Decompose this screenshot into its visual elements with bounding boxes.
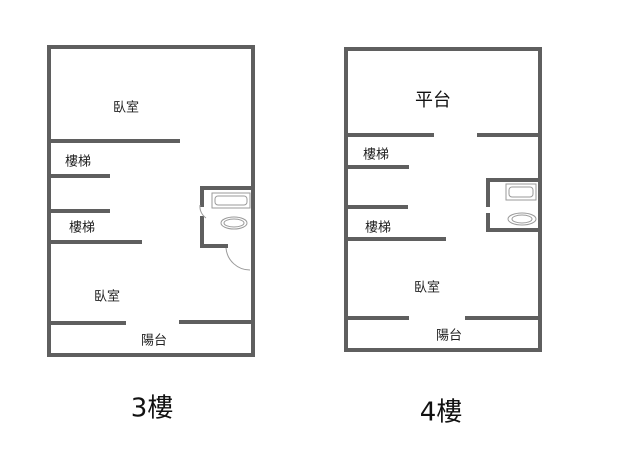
- room-label-4f-balcony: 陽台: [435, 328, 463, 344]
- floor-title-3f: 3樓: [130, 393, 174, 424]
- room-label-3f-balcony: 陽台: [140, 333, 168, 349]
- room-label-3f-stairs-2: 樓梯: [68, 220, 96, 236]
- room-label-4f-bedroom: 臥室: [413, 280, 441, 296]
- floor-4-walls: [344, 47, 542, 352]
- room-label-4f-stairs-2: 樓梯: [364, 220, 392, 236]
- room-label-3f-bedroom-top: 臥室: [112, 100, 140, 116]
- floor-4-bath-fixtures: [505, 183, 537, 226]
- floor-title-4f: 4樓: [419, 397, 463, 428]
- room-label-4f-stairs-1: 樓梯: [362, 147, 390, 163]
- room-label-3f-stairs-1: 樓梯: [64, 154, 92, 170]
- room-label-3f-bedroom-bottom: 臥室: [93, 289, 121, 305]
- floor-3-bath-fixtures: [199, 192, 251, 271]
- floor-3-walls: [47, 45, 255, 357]
- room-label-4f-terrace: 平台: [415, 90, 451, 111]
